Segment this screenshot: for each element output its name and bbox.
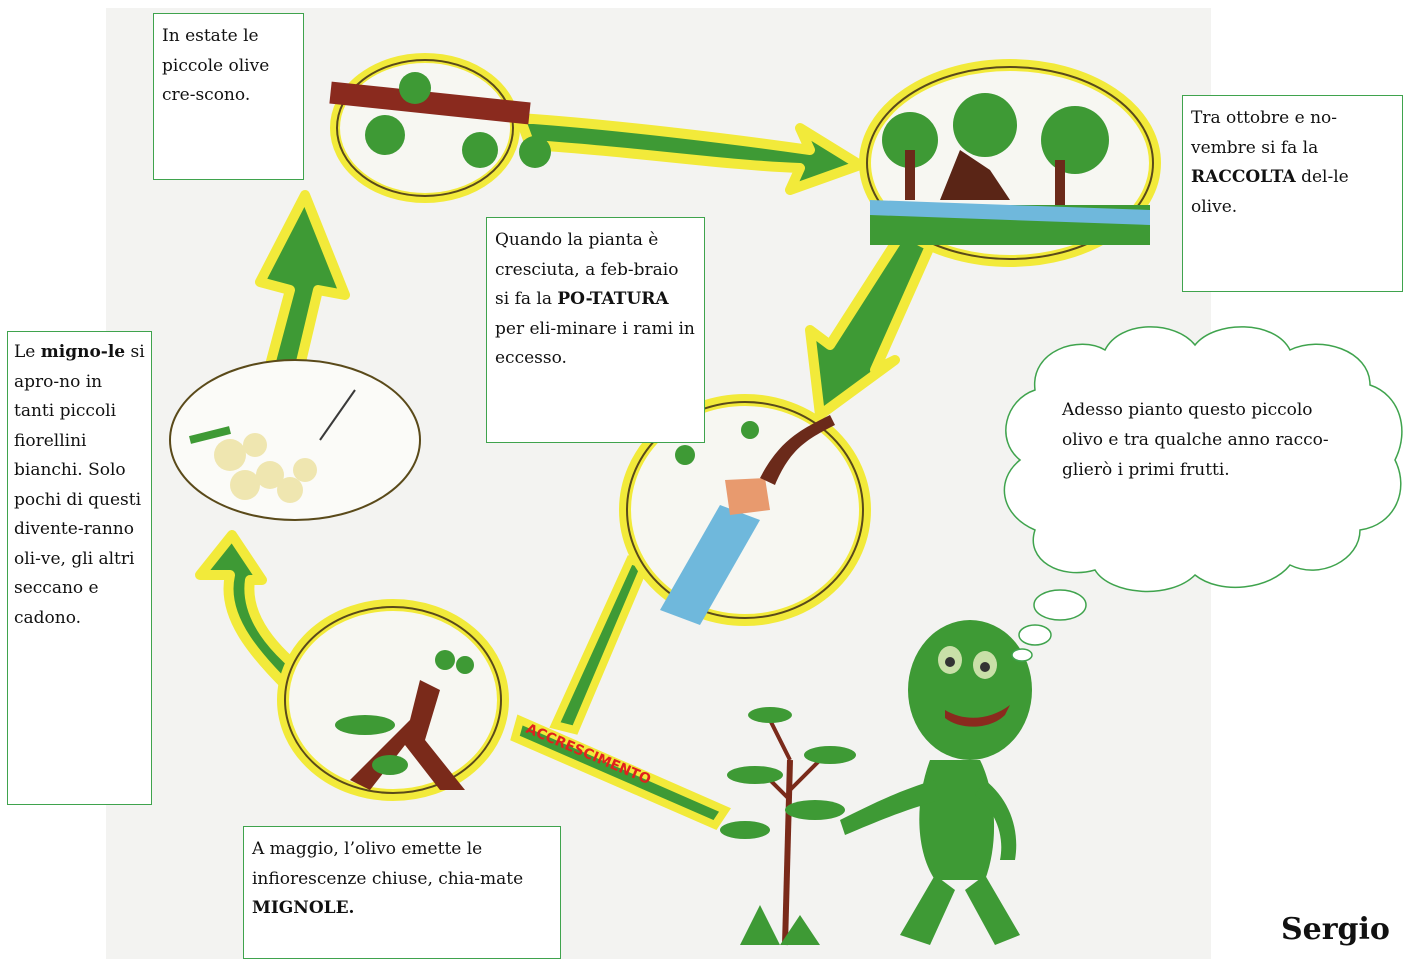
cycle-arrows (195, 113, 940, 831)
green-character (840, 620, 1032, 945)
growth-band (510, 714, 731, 831)
young-olive-plant (720, 707, 856, 946)
stage-may-circle (277, 599, 509, 801)
thought-bubble (1003, 326, 1403, 662)
note-pruning: Quando la pianta è cresciuta, a feb-brai… (486, 217, 705, 443)
note-may-bold: MIGNOLE. (252, 898, 355, 918)
note-pruning-pre: Quando la pianta è cresciuta, a feb-brai… (495, 230, 679, 309)
note-flowers-pre: Le (14, 342, 41, 362)
note-harvest-pre: Tra ottobre e no-vembre si fa la (1191, 108, 1338, 158)
note-pruning-post: per eli-minare i rami in eccesso. (495, 318, 695, 369)
arrow-may-to-flowers (195, 530, 325, 705)
note-summer: In estate le piccole olive cre-scono. (153, 13, 304, 180)
note-harvest-post: del-le olive. (1191, 167, 1349, 217)
note-summer-text: In estate le piccole olive cre-scono. (162, 26, 270, 105)
note-pruning-bold: PO-TATURA (557, 289, 669, 309)
stage-pruning-circle (619, 394, 871, 626)
stage-harvest-circle (859, 59, 1161, 267)
stage-summer-circle (329, 53, 551, 203)
author-signature: Sergio (1281, 912, 1390, 947)
stage-flowers-circle (169, 359, 421, 521)
note-may: A maggio, l’olivo emette le infiorescenz… (243, 826, 561, 959)
note-may-pre: A maggio, l’olivo emette le infiorescenz… (252, 839, 524, 889)
note-harvest: Tra ottobre e no-vembre si fa la RACCOLT… (1182, 95, 1403, 292)
note-harvest-bold: RACCOLTA (1191, 167, 1296, 187)
note-flowers: Le migno-le si apro-no in tanti piccoli … (7, 331, 152, 805)
note-flowers-bold: migno-le (40, 342, 126, 362)
note-flowers-post: si apro-no in tanti piccoli fiorellini b… (14, 342, 145, 628)
thought-bubble-text: Adesso pianto questo piccolo olivo e tra… (1062, 400, 1329, 480)
arrow-harvest-to-pruning (805, 223, 940, 420)
